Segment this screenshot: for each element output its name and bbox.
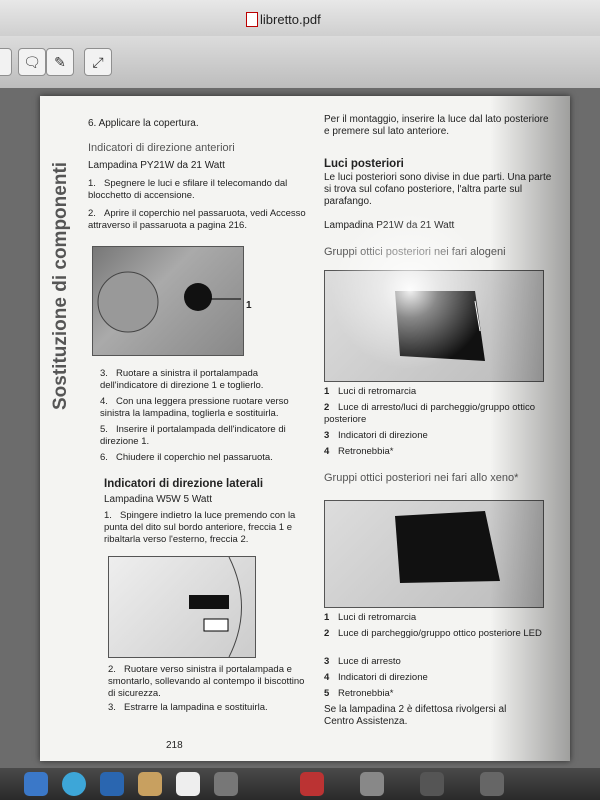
app-store-icon[interactable]	[100, 772, 124, 796]
xenon-rear-photo	[324, 500, 544, 608]
safari-icon[interactable]	[62, 772, 86, 796]
heading-xenon-rear: Gruppi ottici posteriori nei fari allo x…	[324, 472, 519, 484]
side-indicator-photo	[108, 556, 256, 658]
page-number: 218	[166, 740, 183, 751]
list-item: 6.Chiudere il coperchio nel passaruota.	[100, 452, 273, 463]
list-item: 2.Aprire il coperchio nel passaruota, ve…	[88, 208, 306, 231]
list-item: 1.Spegnere le luci e sfilare il telecoma…	[88, 178, 288, 201]
speech-bubble-icon[interactable]: 🗨	[18, 48, 46, 76]
list-item: 1.Spingere indietro la luce premendo con…	[104, 510, 296, 545]
heading-halogen-rear: Gruppi ottici posteriori nei fari alogen…	[324, 246, 506, 258]
toolbar: 🗨 ✎ ⤢	[0, 36, 600, 89]
list-item: 5.Inserire il portalampada dell'indicato…	[100, 424, 286, 447]
app-icon[interactable]	[480, 772, 504, 796]
step-6-apply-cover: 6. Applicare la copertura.	[88, 118, 199, 129]
bulb-type-front: Lampadina PY21W da 21 Watt	[88, 160, 225, 171]
headlight-photo	[92, 246, 244, 356]
headlight-illustration	[97, 271, 241, 333]
fullscreen-icon[interactable]: ⤢	[84, 48, 112, 76]
list-item: 4.Con una leggera pressione ruotare vers…	[100, 396, 289, 419]
xenon-rear-illustration	[395, 511, 500, 583]
service-note: Se la lampadina 2 è difettosa rivolgersi…	[324, 704, 507, 727]
system-preferences-icon[interactable]	[360, 772, 384, 796]
side-section-title: Sostituzione di componenti	[50, 161, 71, 410]
halogen-rear-illustration	[395, 291, 485, 361]
bulb-type-rear: Lampadina P21W da 21 Watt	[324, 220, 455, 231]
contacts-icon[interactable]	[138, 772, 162, 796]
list-item: 3.Estrarre la lampadina e sostituirla.	[108, 702, 268, 713]
halogen-rear-photo	[324, 270, 544, 382]
list-item: 3.Ruotare a sinistra il portalampada del…	[100, 368, 264, 391]
list-item: 2.Ruotare verso sinistra il portalampada…	[108, 664, 305, 699]
calendar-icon[interactable]	[176, 772, 200, 796]
sidebar-toggle-button[interactable]	[0, 48, 12, 76]
side-indicator-illustration	[189, 556, 242, 658]
app-icon[interactable]	[214, 772, 238, 796]
edit-icon[interactable]: ✎	[46, 48, 74, 76]
mounting-text: Per il montaggio, inserire la luce dal l…	[324, 114, 549, 137]
app-icon[interactable]	[420, 772, 444, 796]
acrobat-icon[interactable]	[300, 772, 324, 796]
window-titlebar: libretto.pdf	[0, 0, 600, 37]
finder-icon[interactable]	[24, 772, 48, 796]
heading-front-indicators: Indicatori di direzione anteriori	[88, 142, 235, 154]
pdf-file-icon	[246, 12, 258, 27]
bulb-type-side: Lampadina W5W 5 Watt	[104, 494, 213, 505]
rear-lights-description: Le luci posteriori sono divise in due pa…	[324, 172, 552, 207]
callout-1: 1	[246, 300, 252, 311]
heading-side-indicators: Indicatori di direzione laterali	[104, 478, 264, 490]
heading-rear-lights: Luci posteriori	[324, 158, 404, 170]
window-title: libretto.pdf	[260, 12, 321, 27]
